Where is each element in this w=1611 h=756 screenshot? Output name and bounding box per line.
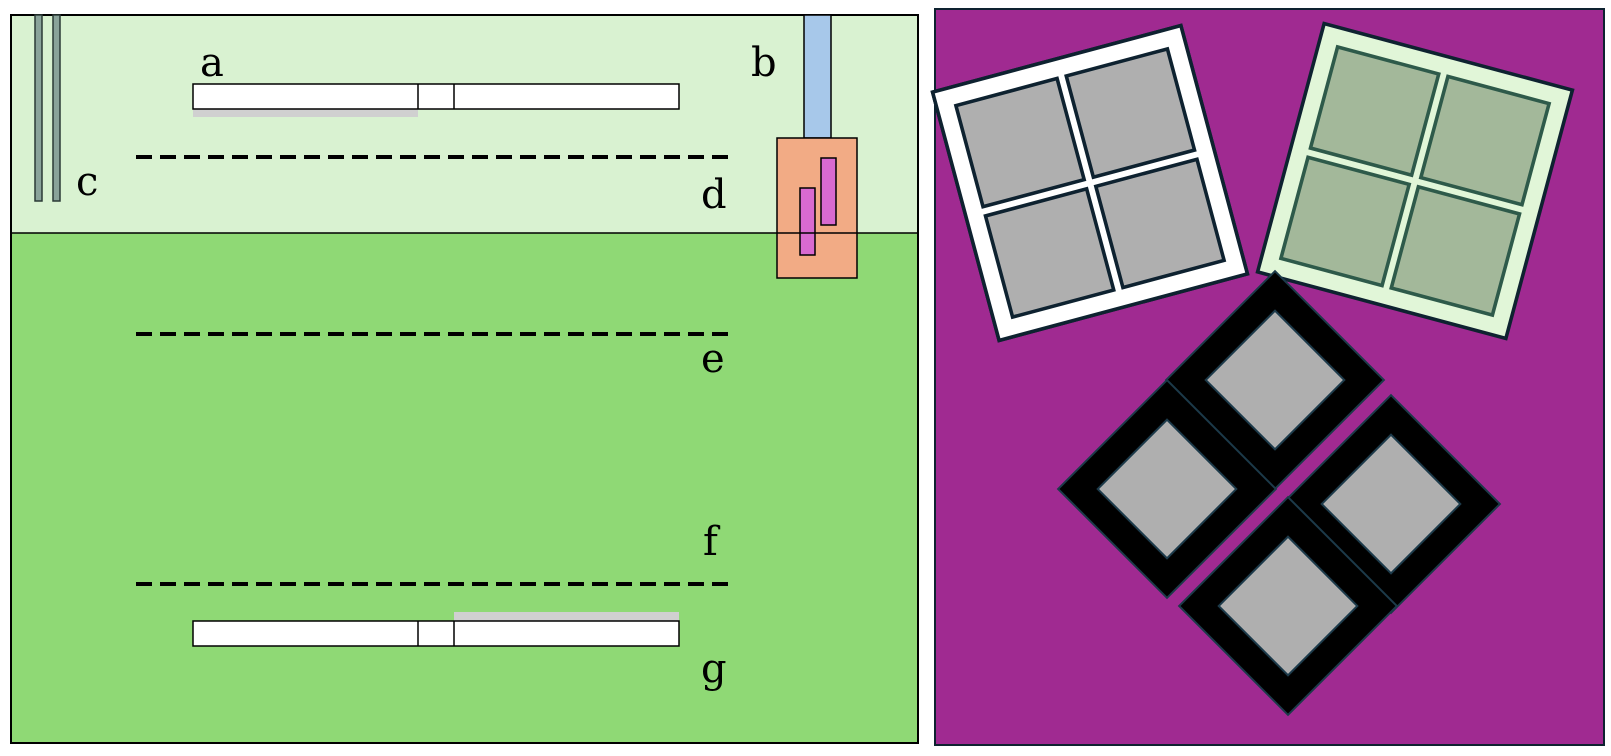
- window-frame-green: [1255, 21, 1575, 341]
- probe-right: [820, 157, 837, 226]
- sensor-box: [776, 137, 858, 279]
- shadow-g: [454, 612, 679, 621]
- upper-zone: [11, 15, 918, 233]
- bar-g: [192, 620, 680, 647]
- bar-a: [192, 83, 680, 110]
- label-a: a: [200, 40, 224, 86]
- right-panel: [930, 8, 1605, 746]
- rod-left: [34, 14, 43, 202]
- rod-right: [52, 14, 61, 202]
- label-g: g: [701, 646, 727, 692]
- shadow-a: [193, 108, 418, 117]
- pipe: [803, 14, 832, 139]
- label-d: d: [701, 172, 727, 218]
- left-panel-border: [10, 14, 919, 744]
- probe-left: [799, 187, 816, 256]
- label-e: e: [701, 336, 725, 382]
- label-b: b: [751, 40, 777, 86]
- diamond-tile-bottom: [1177, 495, 1399, 717]
- lower-zone: [11, 233, 918, 743]
- label-c: c: [76, 159, 98, 205]
- left-panel: a b c d e f g: [10, 14, 919, 744]
- label-f: f: [703, 519, 721, 565]
- window-frame-white: [930, 23, 1250, 343]
- diamond-tile-left: [1056, 378, 1278, 600]
